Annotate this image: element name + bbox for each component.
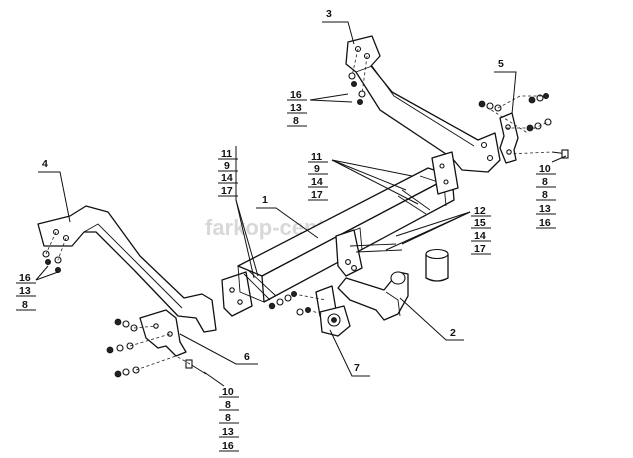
callout-5: 5 (498, 58, 504, 70)
left-side-bracket (37, 205, 217, 333)
callout-7: 7 (354, 362, 360, 374)
stack-3-item-4: 17 (474, 243, 486, 255)
socket-hardware (268, 290, 327, 316)
stack-1-item-1: 11 (221, 148, 232, 160)
stack-7-item-4: 13 (222, 426, 234, 438)
right-end-hardware (478, 93, 569, 159)
stack-7-item-1: 10 (222, 386, 234, 398)
part-stack-3: 12 15 14 17 (471, 205, 491, 255)
stack-5-item-2: 13 (19, 285, 31, 297)
callout-1-label: 1 (262, 194, 268, 206)
socket-mount-bracket (335, 229, 363, 277)
stack-2-item-4: 17 (311, 189, 323, 201)
stack-1-item-2: 9 (224, 160, 230, 172)
stack-6-item-3: 8 (542, 189, 548, 201)
stack-1-item-3: 14 (221, 172, 233, 184)
leader-lines (35, 21, 567, 387)
callout-4: 4 (42, 158, 48, 170)
stack-4-item-2: 13 (290, 102, 302, 114)
stack-1-item-4: 17 (221, 185, 233, 197)
callout-3-label: 3 (326, 8, 332, 20)
callout-1: 1 (262, 194, 268, 206)
electric-socket (315, 285, 351, 337)
stack-5-item-1: 16 (19, 272, 31, 284)
main-cross-beam (237, 167, 455, 303)
part-stack-7: 10 8 8 13 16 (219, 386, 239, 452)
callout-6-label: 6 (244, 351, 250, 363)
left-end-plate (139, 309, 187, 357)
stack-6-item-2: 8 (542, 176, 548, 188)
part-stack-6: 10 8 8 13 16 (536, 163, 556, 229)
part-stack-5: 16 13 8 (16, 272, 36, 311)
stack-3-item-2: 15 (474, 217, 486, 229)
left-end-hardware (106, 318, 207, 378)
left-hanger-plate (221, 271, 253, 317)
callout-2-label: 2 (450, 327, 456, 339)
callout-3: 3 (326, 8, 332, 20)
stack-5-item-3: 8 (22, 299, 28, 311)
stack-3-item-3: 14 (474, 230, 486, 242)
left-bracket-hardware (42, 231, 67, 273)
stack-6-item-4: 13 (539, 203, 551, 215)
right-side-bracket (345, 35, 501, 173)
stack-2-item-1: 11 (311, 151, 322, 163)
callout-5-label: 5 (498, 58, 504, 70)
part-stack-1: 11 9 14 17 (218, 148, 238, 197)
stack-3-item-1: 12 (474, 205, 486, 217)
stack-4-item-1: 16 (290, 89, 302, 101)
part-stack-2: 11 9 14 17 (308, 151, 328, 201)
stack-6-item-5: 16 (539, 217, 551, 229)
stack-7-item-3: 8 (225, 412, 231, 424)
beam-bolts-right (349, 189, 431, 253)
stack-4-item-3: 8 (293, 115, 299, 127)
stack-2-item-3: 14 (311, 176, 323, 188)
stack-7-item-5: 16 (222, 440, 234, 452)
stack-2-item-2: 9 (314, 163, 320, 175)
callout-7-label: 7 (354, 362, 360, 374)
stack-7-item-2: 8 (225, 399, 231, 411)
stack-6-item-1: 10 (539, 163, 551, 175)
ball-cap (425, 248, 449, 282)
part-stack-4: 16 13 8 (287, 89, 307, 127)
tow-ball-neck (337, 271, 409, 321)
right-hanger-plate (431, 151, 459, 195)
callout-4-label: 4 (42, 158, 48, 170)
callout-2: 2 (450, 327, 456, 339)
callout-6: 6 (244, 351, 250, 363)
top-bracket-hardware (348, 48, 368, 106)
